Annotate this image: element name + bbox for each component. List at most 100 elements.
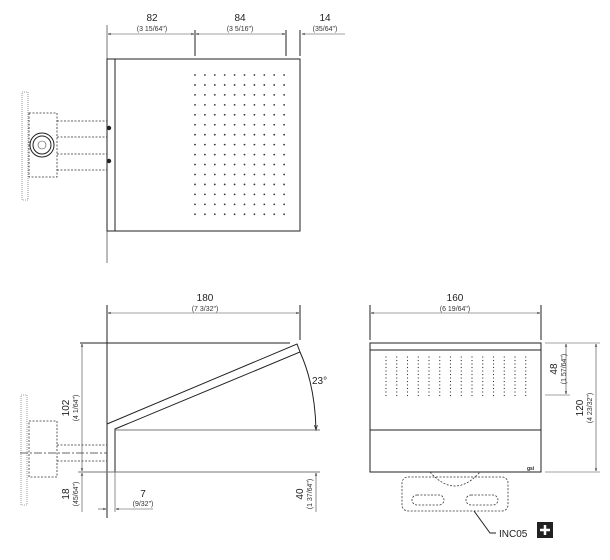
nozzle [233,143,236,146]
nozzle [406,391,409,393]
nozzle [492,377,495,379]
nozzle [283,123,285,126]
nozzle [385,359,387,362]
nozzle [439,366,441,369]
accessory-code: INC05 [499,529,528,540]
nozzle [428,366,430,369]
nozzle [213,143,216,146]
nozzle [482,384,484,386]
dim-120-inch: (4 23/32") [587,393,594,424]
leader-line [473,510,496,534]
nozzle [253,84,256,86]
nozzle [273,153,276,156]
shower-head-outline [106,58,301,232]
nozzle [514,363,516,365]
nozzle [273,173,276,176]
nozzle [204,173,206,176]
nozzle [406,377,409,379]
nozzle [204,163,206,166]
nozzle [204,123,206,126]
nozzle [396,356,398,358]
nozzle [263,213,266,216]
dim-48-inch: (1 57/64") [561,354,568,385]
nozzle [439,377,441,379]
nozzle [213,183,216,186]
nozzle [449,394,452,397]
nozzle [243,213,246,216]
nozzle [428,356,430,358]
nozzle [223,113,226,116]
angle-23: 23° [312,376,327,387]
nozzle [385,373,387,376]
nozzle [243,193,246,196]
dim-18: 18 [61,488,72,500]
dim-7-inch: (9/32") [133,501,154,508]
nozzle [417,384,419,386]
nozzle [482,356,484,358]
nozzle [385,394,387,397]
dim-40-inch: (1 37/64") [307,479,314,510]
nozzle [482,391,484,393]
nozzle [283,133,285,136]
nozzle [273,113,276,116]
nozzle [471,391,473,393]
nozzle [417,373,419,376]
nozzle [482,359,484,362]
nozzle [406,363,409,365]
screw [106,158,112,164]
nozzle [273,123,276,126]
nozzle [449,366,452,369]
nozzle [503,363,505,365]
nozzle [273,203,276,206]
nozzle [439,359,441,362]
nozzle [460,370,462,372]
nozzle [263,193,266,196]
nozzle [253,163,256,166]
nozzle [471,359,473,362]
nozzle [233,133,236,136]
nozzle [492,384,495,386]
nozzle [471,373,473,376]
nozzle [253,113,256,116]
nozzle [417,366,419,369]
nozzle [439,370,441,372]
nozzle [471,363,473,365]
nozzle [514,387,516,390]
nozzle [233,113,236,116]
nozzle [525,377,527,379]
nozzle [439,363,441,365]
nozzle [514,377,516,379]
nozzle [204,103,206,106]
nozzle-grid [385,356,527,397]
nozzle [253,153,256,156]
nozzle [263,133,266,136]
nozzle [449,373,452,376]
nozzle [283,94,285,96]
dim-7: 7 [140,489,146,500]
nozzle [514,370,516,372]
wall-hatch [21,91,29,201]
nozzle [396,370,398,372]
nozzle [194,113,196,116]
dim-40: 40 [295,488,306,500]
nozzle [428,359,430,362]
nozzle [417,391,419,393]
nozzle [428,370,430,372]
nozzle [213,203,216,206]
nozzle [449,380,452,383]
plus-icon[interactable] [537,522,553,538]
nozzle [428,373,430,376]
nozzle [503,384,505,386]
nozzle [273,133,276,136]
nozzle [482,377,484,379]
nozzle [204,84,206,86]
nozzle [233,163,236,166]
nozzle [428,387,430,390]
nozzle [204,183,206,186]
dim-82: 82 [146,13,158,24]
nozzle [243,143,246,146]
nozzle [503,391,505,393]
nozzle [194,183,196,186]
nozzle [503,377,505,379]
nozzle [194,133,196,136]
